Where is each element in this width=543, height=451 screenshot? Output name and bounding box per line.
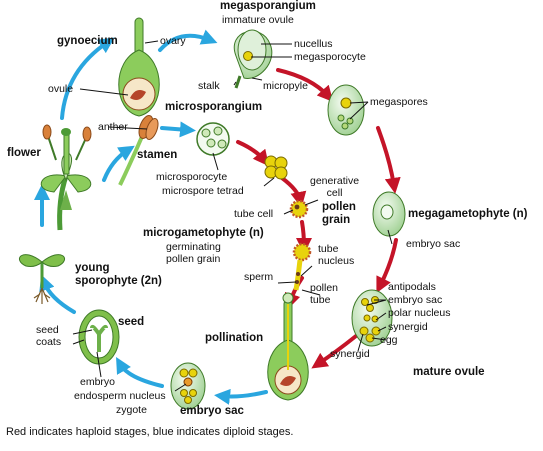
- megasporangium-illustration: [233, 29, 273, 89]
- arrow-stamen-to-microsporangium: [160, 121, 196, 138]
- arrow-flower-to-gynoecium: [60, 37, 115, 120]
- label-seed: seed: [118, 316, 145, 328]
- label-megasporangium: megasporangium: [220, 0, 316, 12]
- label-micropyle: micropyle: [263, 80, 308, 92]
- label-antipodals: antipodals: [388, 281, 436, 293]
- label-synergid-2: synergid: [330, 348, 370, 360]
- megaspores-illustration: [327, 84, 365, 136]
- label-mature-ovule: mature ovule: [413, 366, 485, 378]
- label-seed-coats: seed coats: [36, 324, 62, 348]
- arrow-tetrad-to-pollen: [280, 176, 307, 208]
- label-microsporocyte: microsporocyte: [156, 171, 228, 183]
- label-zygote: zygote: [116, 404, 147, 416]
- arrow-gynoecium-to-megasporangium: [158, 29, 218, 52]
- label-tube-nucleus: tube nucleus: [318, 243, 355, 267]
- label-egg: egg: [380, 334, 398, 346]
- label-pollination: pollination: [205, 332, 264, 344]
- gynoecium-illustration: [118, 17, 160, 117]
- label-embryo-sac-3: embryo sac: [180, 405, 244, 417]
- seed-illustration: [78, 309, 120, 365]
- label-megasporocyte: megasporocyte: [294, 51, 366, 63]
- label-megagametophyte: megagametophyte (n): [408, 208, 528, 220]
- stamen-illustration: [118, 115, 159, 186]
- label-embryo: embryo: [80, 376, 116, 388]
- arrow-fertilized-to-embryosac: [214, 388, 268, 405]
- arrow-embryosac-to-seed: [116, 357, 164, 388]
- embryo-sac-illustration: [170, 362, 206, 410]
- caption: Red indicates haploid stages, blue indic…: [6, 426, 294, 438]
- label-ovule: ovule: [48, 83, 74, 95]
- young-sporophyte-illustration: [19, 254, 65, 304]
- arrow-mature-ovule-to-pollination: [311, 334, 358, 369]
- label-gynoecium: gynoecium: [57, 35, 118, 47]
- label-synergid-1: synergid: [388, 321, 428, 333]
- label-young-sporophyte: young sporophyte (2n): [75, 262, 162, 287]
- arrow-megaspores-to-megagametophyte: [376, 126, 401, 194]
- label-sperm: sperm: [244, 271, 274, 283]
- germinating-pollen-illustration: [292, 242, 312, 291]
- label-endosperm-nucleus: endosperm nucleus: [74, 390, 166, 402]
- arrow-seed-to-sporophyte: [39, 274, 76, 314]
- microspore-tetrad-illustration: [264, 155, 288, 180]
- label-microgametophyte: microgametophyte (n): [143, 227, 264, 239]
- arrow-megasporangium-to-megaspores: [276, 68, 334, 102]
- arrow-microsporangium-to-tetrad: [236, 140, 269, 167]
- label-stamen: stamen: [137, 149, 178, 161]
- mature-ovule-illustration: [351, 289, 393, 347]
- label-embryo-sac-2: embryo sac: [388, 294, 443, 306]
- label-germinating-pollen-grain: germinating pollen grain: [166, 241, 221, 265]
- arrow-flower-to-stamen: [102, 145, 135, 182]
- label-nucellus: nucellus: [294, 38, 333, 50]
- label-anther: anther: [98, 121, 128, 133]
- label-immature-ovule: immature ovule: [222, 14, 294, 26]
- label-generative-cell: generative cell: [310, 175, 360, 199]
- leader-lines: [72, 40, 393, 392]
- pollination-illustration: [267, 292, 309, 401]
- arrow-pollen-to-germinating: [295, 220, 312, 254]
- label-flower: flower: [7, 147, 41, 159]
- red-cycle-arrows: [236, 68, 401, 369]
- microsporangium-illustration: [196, 122, 230, 156]
- pollen-grain-illustration: [289, 199, 309, 219]
- label-stalk: stalk: [198, 80, 220, 92]
- label-ovary: ovary: [160, 35, 186, 47]
- megagametophyte-illustration: [372, 191, 406, 237]
- label-pollen-tube: pollen tube: [310, 282, 339, 306]
- label-megaspores: megaspores: [370, 96, 428, 108]
- label-microsporangium: microsporangium: [165, 101, 263, 113]
- blue-cycle-arrows: [34, 29, 268, 405]
- label-microspore-tetrad: microspore tetrad: [162, 185, 244, 197]
- label-pollen-grain: pollen grain: [322, 201, 356, 226]
- flower-illustration: [40, 124, 92, 231]
- arrow-megagametophyte-to-mature-ovule: [376, 238, 398, 294]
- label-tube-cell: tube cell: [234, 208, 274, 220]
- label-embryo-sac-1: embryo sac: [406, 238, 461, 250]
- label-polar-nucleus: polar nucleus: [388, 307, 451, 319]
